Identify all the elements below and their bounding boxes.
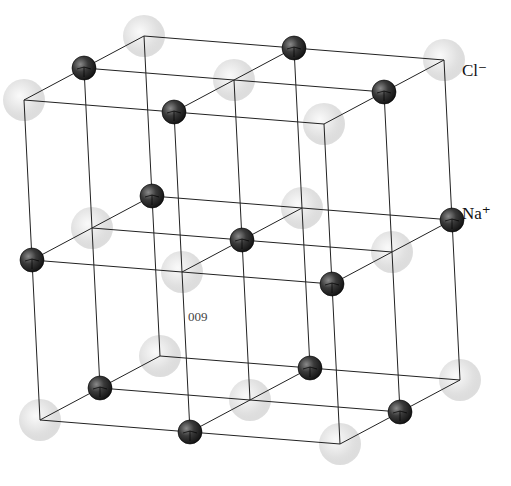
ion-axis-mark (325, 283, 339, 293)
ion-axis-mark (303, 367, 317, 377)
sodium-ion (372, 80, 396, 104)
ion-axis-mark (377, 91, 391, 101)
lattice-line (40, 356, 160, 420)
lattice-line (324, 60, 444, 124)
lattice-line (24, 100, 324, 124)
sodium-ion (72, 56, 96, 80)
sodium-ion (162, 100, 186, 124)
sodium-ion (88, 376, 112, 400)
ion-axis-mark (235, 239, 249, 249)
lattice-line (84, 68, 384, 92)
ion-label: Cl⁻ (462, 62, 487, 81)
sodium-ion (140, 184, 164, 208)
ion-axis-mark (167, 111, 181, 121)
lattice-line (24, 36, 144, 100)
sodium-ion (320, 272, 344, 296)
lattice-line (182, 208, 302, 272)
sodium-ion (178, 420, 202, 444)
sodium-ion (20, 248, 44, 272)
sodium-ion (282, 36, 306, 60)
lattice-line (340, 380, 460, 444)
ion-axis-mark (77, 67, 91, 77)
ion-axis-mark (93, 387, 107, 397)
ion-axis-mark (393, 411, 407, 421)
sodium-ion (230, 228, 254, 252)
lattice-line (332, 220, 452, 284)
ion-axis-mark (145, 195, 159, 205)
lattice-line (160, 356, 460, 380)
ion-axis-mark (183, 431, 197, 441)
lattice-line (294, 48, 310, 368)
ion-axis-mark (25, 259, 39, 269)
lattice-line (40, 420, 340, 444)
ion-axis-mark (287, 47, 301, 57)
lattice-line (144, 36, 444, 60)
stamp-number: 009 (186, 310, 210, 324)
ion-label: Na⁺ (462, 205, 491, 224)
sodium-ion (440, 208, 464, 232)
ion-axis-mark (445, 219, 459, 229)
sodium-ion (388, 400, 412, 424)
lattice-line (92, 228, 392, 252)
sodium-ion (298, 356, 322, 380)
